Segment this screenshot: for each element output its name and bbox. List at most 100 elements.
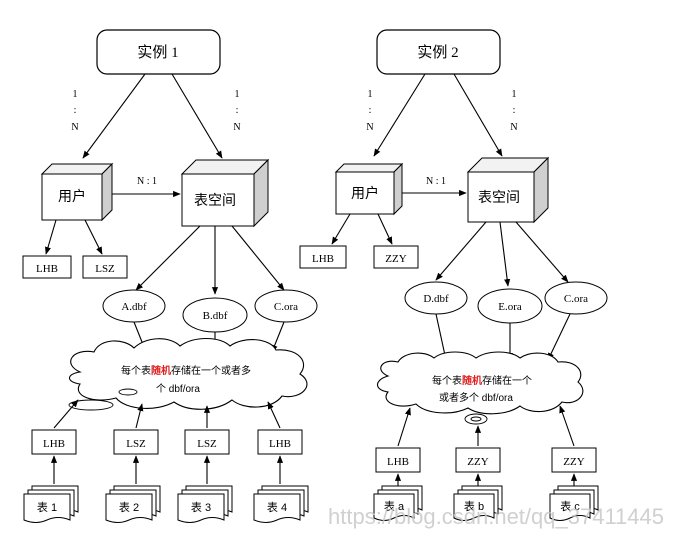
instance-2-to-user-arrow [373, 73, 426, 157]
instance-1-owner-2-label: LSZ [126, 438, 146, 450]
instance-1-user-label: 用户 [58, 188, 86, 204]
instance-2-ratio-left-n: N [366, 122, 373, 133]
instance-2-ratio-right-n: N [510, 122, 517, 133]
instance-1-user-lsz-label: LSZ [95, 263, 115, 275]
instance-1-ratio-right-1: 1 [235, 89, 240, 100]
instance-1-user-lsz-box [82, 255, 128, 279]
instance-1-link-label: N : 1 [137, 176, 157, 187]
instance-1-cloud-text-line2: 个 dbf/ora [156, 383, 200, 395]
instance-1-user-cube: 用户 [40, 162, 114, 222]
instance-2-c-to-cloud-arrow [547, 313, 571, 361]
instance-1-file-b-label: B.dbf [203, 310, 228, 322]
instance-1-ratio-right-colon: : [236, 105, 239, 116]
instance-1-table-1-label: 表 1 [37, 500, 57, 514]
instance-1-owner-3-label: LSZ [197, 438, 217, 450]
instance-2-ratio-right-1: 1 [512, 89, 517, 100]
instance-1-user-to-lhb-arrow [45, 219, 57, 255]
instance-2-owner-2-box [455, 447, 501, 473]
instance-2-to-tablespace-arrow [453, 73, 503, 157]
instance-2-table-b-doc: 表 b [453, 485, 503, 521]
instance-1-ts-to-a-arrow [135, 225, 201, 291]
instance-1-group: 实例 1 1 : N 1 : N 用户 表空间 N : 1 [22, 29, 318, 523]
instance-2-user-lhb-box [299, 245, 347, 269]
watermark-text: https://blog.csdn.net/qq_37411445 [328, 504, 664, 529]
instance-2-user-zzy-box [373, 245, 419, 269]
instance-2-cloud-text-line2: 或者多个 dbf/ora [439, 391, 513, 404]
instance-2-storage-cloud [376, 351, 584, 415]
instance-2-ts-to-c-arrow [515, 221, 569, 283]
instance-2-owner-1-box [375, 447, 421, 473]
instance-2-owner-3-box [551, 447, 597, 473]
instance-2-box [376, 29, 501, 75]
instance-1-cloud-bubble-large [68, 399, 114, 411]
instance-1-owner-1-box [31, 429, 77, 455]
instance-2-table-c-label: 表 c [560, 499, 580, 513]
instance-1-box [96, 29, 221, 75]
instance-2-table-a-doc: 表 a [373, 485, 423, 521]
instance-2-user-zzy-label: ZZY [385, 253, 406, 265]
instance-1-table-3-doc: 表 3 [177, 485, 233, 523]
instance-1-file-c [254, 289, 318, 323]
instance-1-table-3-label: 表 3 [191, 500, 211, 514]
instance-2-link-label: N : 1 [426, 176, 446, 187]
instance-1-tablespace-label: 表空间 [194, 192, 236, 208]
instance-1-ts-to-c-arrow [231, 225, 285, 291]
instance-2-table-b-label: 表 b [464, 499, 484, 513]
instance-2-user-to-lhb-arrow [331, 213, 351, 245]
instance-1-owner-2-arrow [135, 403, 144, 429]
instance-1-ratio-left-colon: : [74, 105, 77, 116]
instance-2-cloud-bubble-inner [470, 416, 482, 422]
instance-2-user-label: 用户 [351, 185, 379, 201]
instance-2-owner-3-arrow [559, 405, 575, 447]
instance-1-table-2-doc: 表 2 [105, 485, 161, 523]
instance-2-user-to-zzy-arrow [377, 213, 393, 245]
instance-2-group: 实例 2 1 : N 1 : N 用户 表空间 N : 1 LHB ZZY [299, 29, 608, 521]
instance-2-tablespace-cube: 表空间 [466, 156, 550, 224]
instance-1-tablespace-cube: 表空间 [180, 158, 270, 228]
instance-1-ratio-left-n: N [71, 122, 78, 133]
instance-1-owner-1-label: LHB [43, 438, 65, 450]
instance-1-user-to-lsz-arrow [84, 219, 103, 255]
instance-1-table-2-label: 表 2 [119, 500, 139, 514]
instance-2-file-e-label: E.ora [498, 301, 522, 313]
instance-1-cloud-bubble-small [118, 388, 138, 396]
instance-1-ratio-left-1: 1 [73, 89, 78, 100]
instance-1-owner-4-arrow [267, 401, 281, 429]
instance-2-tablespace-label: 表空间 [478, 189, 520, 205]
instance-1-file-a-label: A.dbf [121, 301, 147, 313]
instance-2-ts-to-e-arrow [499, 221, 511, 287]
instance-2-d-to-cloud-arrow [435, 313, 448, 361]
instance-1-user-lhb-box [22, 255, 72, 279]
instance-1-user-lhb-label: LHB [36, 263, 58, 275]
instance-2-owner-2-label: ZZY [467, 456, 488, 468]
instance-2-file-c [544, 281, 608, 315]
instance-2-user-cube: 用户 [334, 162, 404, 216]
instance-1-owner-4-label: LHB [269, 438, 291, 450]
instance-2-title: 实例 2 [417, 44, 458, 61]
instance-1-ratio-right-n: N [233, 122, 240, 133]
instance-1-title: 实例 1 [137, 44, 178, 61]
instance-2-ratio-left-1: 1 [368, 89, 373, 100]
instance-1-owner-4-box [257, 429, 303, 455]
instance-2-ratio-right-colon: : [513, 105, 516, 116]
instance-2-owner-3-label: ZZY [563, 456, 584, 468]
instance-2-file-c-label: C.ora [564, 293, 588, 305]
instance-2-table-c-doc: 表 c [549, 485, 599, 521]
instance-1-table-4-label: 表 4 [267, 500, 287, 514]
instance-1-file-c-label: C.ora [274, 301, 298, 313]
instance-2-ts-to-d-arrow [435, 221, 487, 281]
instance-2-owner-1-label: LHB [387, 456, 409, 468]
instance-2-cloud-text-line1: 每个表随机存储在一个 [432, 374, 532, 387]
instance-1-owner-2-box [113, 429, 159, 455]
instance-1-owner-3-box [184, 429, 230, 455]
instance-2-table-a-label: 表 a [384, 499, 405, 513]
instance-2-file-d-label: D.dbf [423, 293, 449, 305]
instance-1-to-user-arrow [82, 73, 146, 159]
instance-1-to-tablespace-arrow [171, 73, 223, 159]
instance-2-user-lhb-label: LHB [312, 253, 334, 265]
instance-2-ratio-left-colon: : [369, 105, 372, 116]
instance-1-table-1-doc: 表 1 [23, 485, 79, 523]
instance-1-table-4-doc: 表 4 [253, 485, 309, 523]
instance-2-owner-1-arrow [397, 407, 411, 447]
